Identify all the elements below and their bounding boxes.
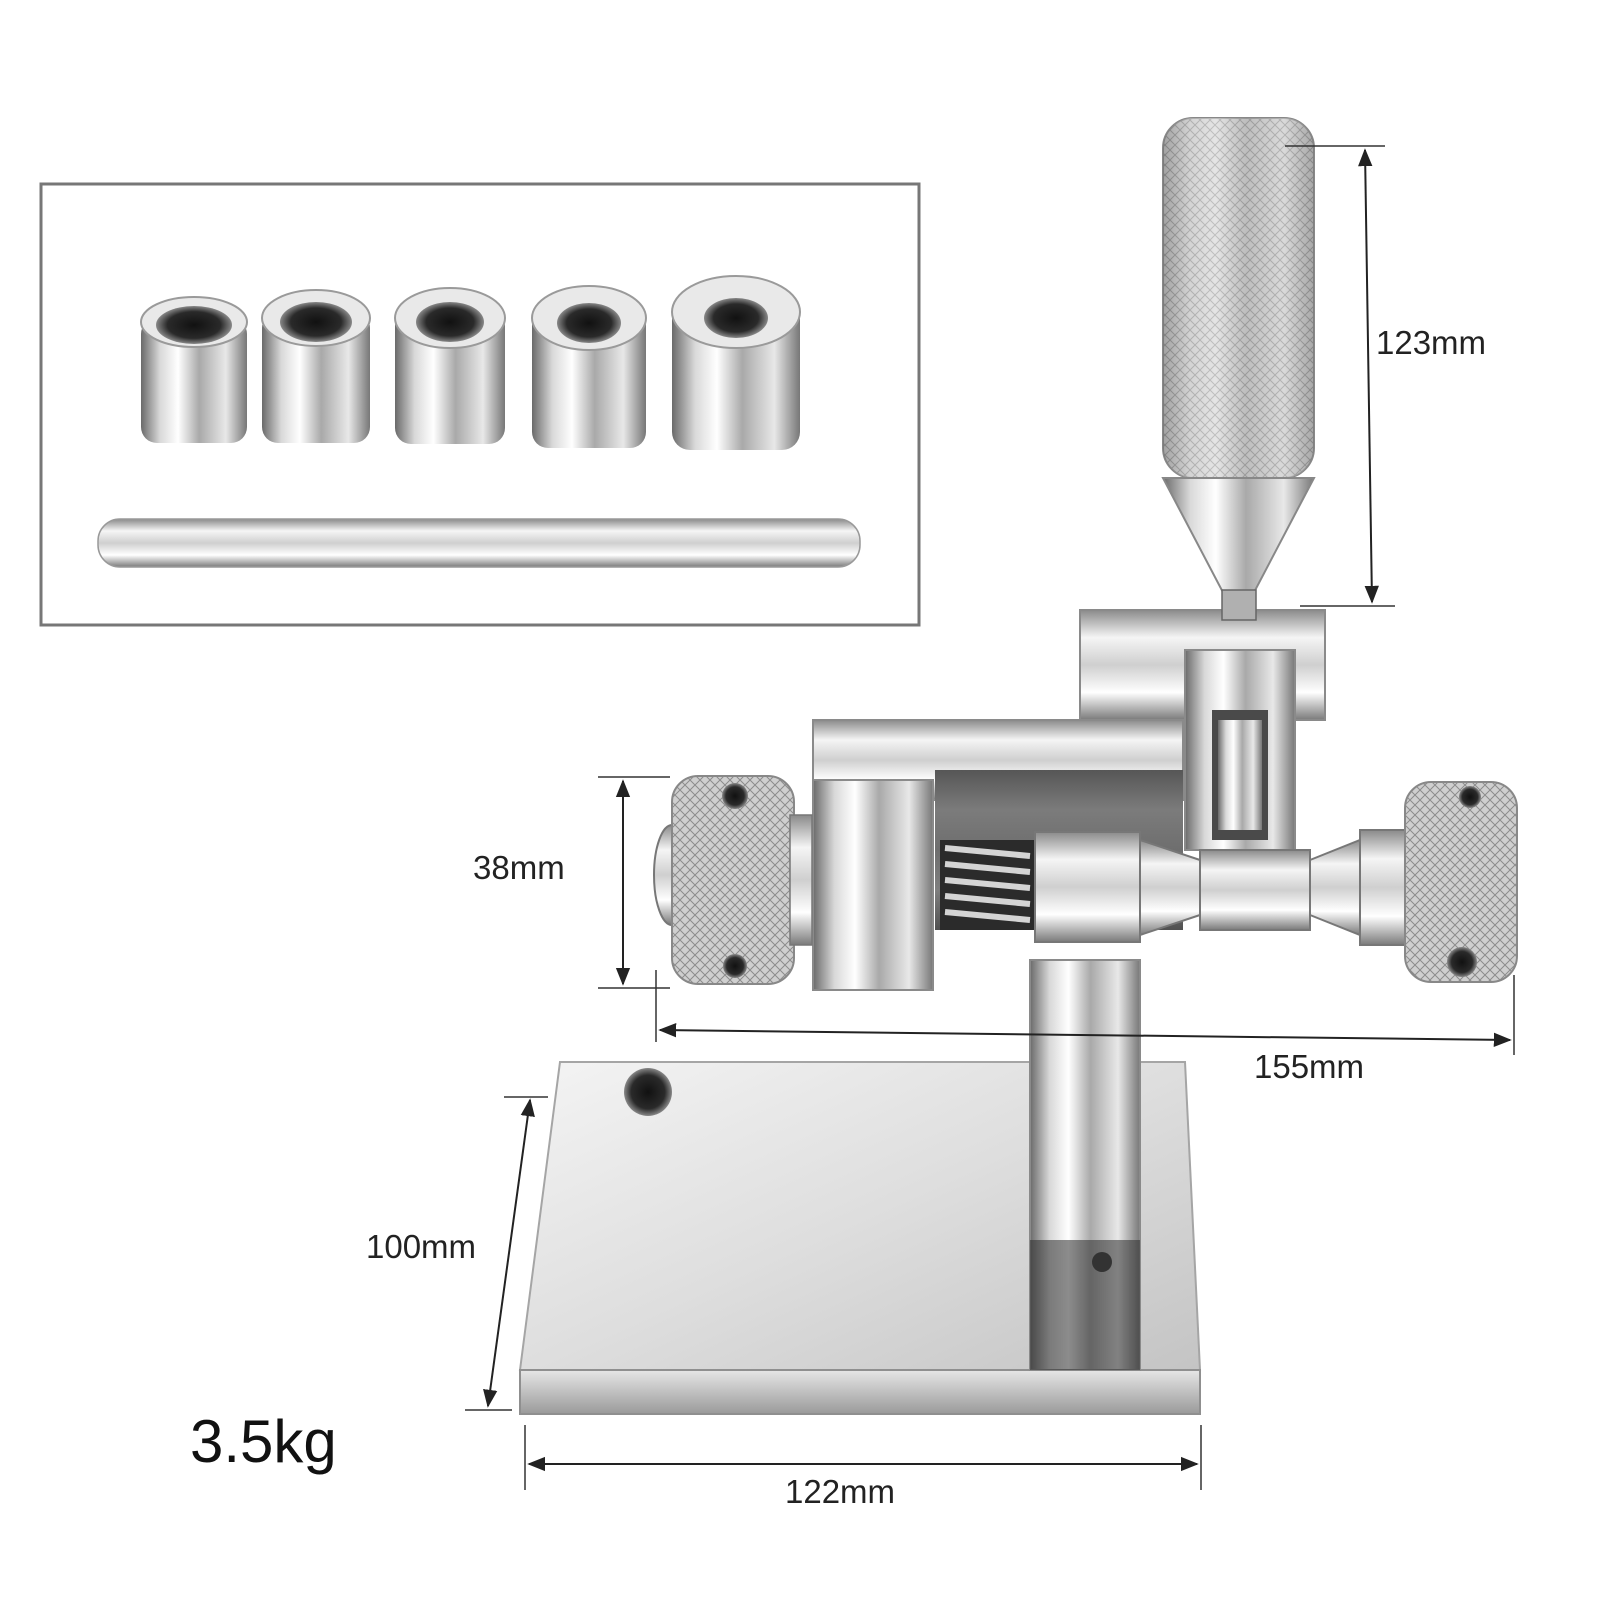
left-knurled-knob bbox=[653, 775, 813, 985]
support-post bbox=[1029, 959, 1141, 1371]
knob-diameter-label: 38mm bbox=[473, 849, 565, 886]
base-depth-label: 100mm bbox=[366, 1228, 476, 1265]
bushing-1 bbox=[140, 296, 248, 443]
bushing-2 bbox=[261, 289, 371, 443]
bushing-4 bbox=[531, 285, 647, 448]
dim-base-depth: 100mm bbox=[366, 1096, 548, 1411]
upper-bracket bbox=[1079, 609, 1326, 851]
base-hole-left bbox=[624, 1068, 672, 1116]
dim-base-width: 122mm bbox=[524, 1425, 1202, 1510]
pin-rod bbox=[97, 518, 861, 568]
accessory-inset bbox=[39, 182, 921, 627]
total-width-label: 155mm bbox=[1254, 1048, 1364, 1085]
dim-knob-diameter: 38mm bbox=[473, 776, 670, 989]
weight-label: 3.5kg bbox=[190, 1408, 337, 1475]
right-knurled-knob bbox=[1404, 781, 1518, 983]
spring-coils bbox=[944, 845, 1031, 923]
spring-spindle bbox=[940, 829, 1406, 946]
bushing-3 bbox=[394, 287, 506, 444]
knurled-handle bbox=[1161, 117, 1316, 621]
bushing-5 bbox=[671, 275, 801, 450]
dim-total-width: 155mm bbox=[655, 970, 1515, 1085]
base-width-label: 122mm bbox=[785, 1473, 895, 1510]
setter-tool bbox=[518, 117, 1518, 1415]
dim-handle-height: 123mm bbox=[1285, 145, 1486, 607]
handle-height-label: 123mm bbox=[1376, 324, 1486, 361]
